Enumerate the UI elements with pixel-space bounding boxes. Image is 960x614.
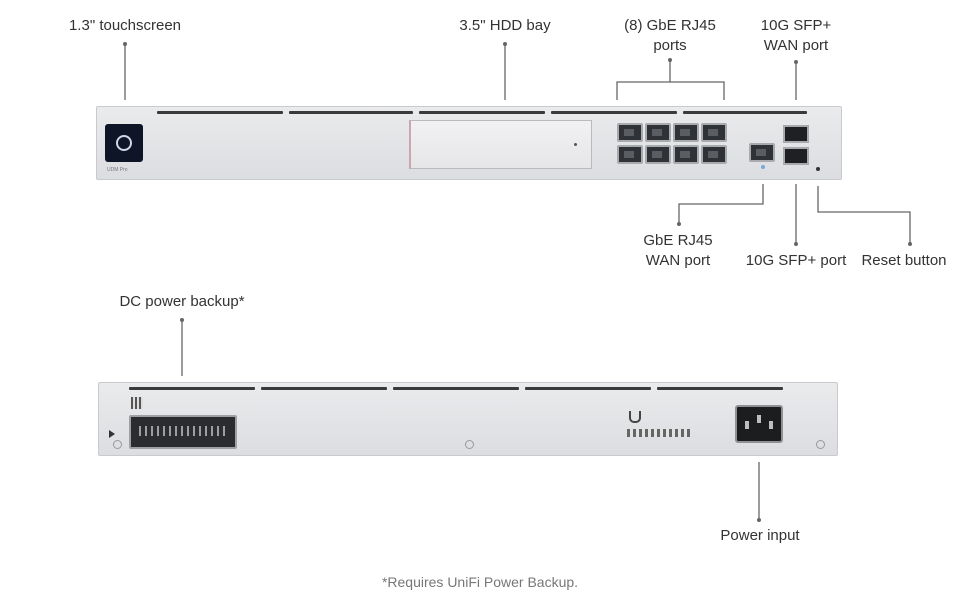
footnote: *Requires UniFi Power Backup. [381,574,579,590]
ac-power-inlet[interactable] [735,405,783,443]
sfp-port-label: 10G SFP+ port [745,252,847,269]
sfp-lan-port[interactable] [783,147,809,165]
touchscreen-label: 1.3" touchscreen [68,17,182,34]
lan-port-7[interactable] [673,145,699,164]
screw-icon [465,440,474,449]
vent-slot [157,111,283,114]
gbe-ports-label-line1: (8) GbE RJ45 [624,17,716,34]
gbe-wan-leader [678,184,764,224]
gbe-ports-leader-left [616,60,671,100]
dc-power-label: DC power backup* [119,293,245,310]
screen-logo-icon [116,135,132,151]
hdd-bay-label: 3.5" HDD bay [459,17,551,34]
sfp-wan-port[interactable] [783,125,809,143]
reset-button-label: Reset button [861,252,947,269]
lan-port-8[interactable] [701,145,727,164]
vent-slot [525,387,651,390]
vent-slot [261,387,387,390]
front-panel: UDM Pro [96,106,842,180]
power-input-label: Power input [720,527,800,544]
gbe-ports-leader-right [670,81,725,100]
gbe-wan-label: GbE RJ45 WAN port [618,231,738,271]
vent-slot [551,111,677,114]
gbe-wan-label-line1: GbE RJ45 [643,232,713,249]
dc-pins [139,426,227,436]
vent-slot [393,387,519,390]
vent-slot [419,111,545,114]
gbe-ports-label-line2: ports [653,37,687,54]
reset-button[interactable] [816,167,820,171]
vent-slot [129,387,255,390]
wan-led-icon [761,165,765,169]
lan-port-5[interactable] [617,145,643,164]
model-badge: UDM Pro [107,167,128,173]
lan-port-3[interactable] [673,123,699,142]
vent-slot [683,111,807,114]
reset-leader [817,186,911,244]
lan-port-4[interactable] [701,123,727,142]
wan-rj45-port[interactable] [749,143,775,162]
arrow-icon [109,430,115,438]
hdd-bay[interactable] [409,120,592,169]
lan-port-2[interactable] [645,123,671,142]
sfp-wan-label: 10G SFP+ WAN port [736,16,856,56]
sfp-wan-label-line1: 10G SFP+ [760,17,832,34]
lan-port-1[interactable] [617,123,643,142]
screw-icon [816,440,825,449]
qr-code-icon [131,397,143,409]
screw-icon [113,440,122,449]
sfp-wan-label-line2: WAN port [763,37,829,54]
gbe-wan-label-line2: WAN port [645,252,711,269]
dc-power-backup-port[interactable] [129,415,237,449]
gbe-ports-label: (8) GbE RJ45 ports [600,16,740,56]
vent-slot [657,387,783,390]
touchscreen[interactable] [105,124,143,162]
hdd-latch-icon [574,143,577,146]
lan-port-6[interactable] [645,145,671,164]
vent-slot [289,111,413,114]
certification-marks-icon [627,429,691,437]
rear-panel [98,382,838,456]
ubiquiti-logo-icon [629,411,641,423]
